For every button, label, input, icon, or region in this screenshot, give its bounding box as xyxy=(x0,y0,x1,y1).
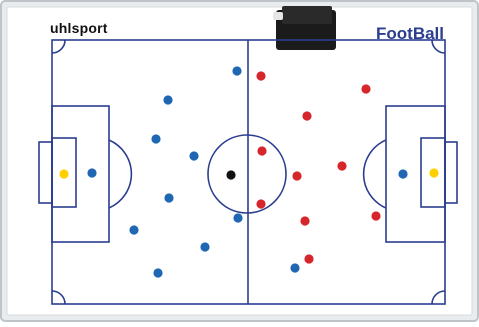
red-magnet[interactable] xyxy=(302,111,311,120)
blue-magnet[interactable] xyxy=(200,242,209,251)
goalkeeper-magnet-left[interactable] xyxy=(59,169,68,178)
blue-magnet[interactable] xyxy=(189,151,198,160)
blue-magnet[interactable] xyxy=(398,169,407,178)
red-magnet[interactable] xyxy=(256,199,265,208)
red-magnet[interactable] xyxy=(256,71,265,80)
goalkeeper-magnet-right[interactable] xyxy=(429,168,438,177)
blue-magnet[interactable] xyxy=(233,213,242,222)
clip-top xyxy=(282,6,332,24)
red-magnet[interactable] xyxy=(300,216,309,225)
blue-magnet[interactable] xyxy=(232,66,241,75)
blue-magnet[interactable] xyxy=(153,268,162,277)
blue-magnet[interactable] xyxy=(163,95,172,104)
brand-logo-text: uhlsport xyxy=(50,20,108,36)
red-magnet[interactable] xyxy=(361,84,370,93)
blue-magnet[interactable] xyxy=(164,193,173,202)
blue-magnet[interactable] xyxy=(129,225,138,234)
red-magnet[interactable] xyxy=(304,254,313,263)
clip-tab xyxy=(273,12,283,20)
blue-magnet[interactable] xyxy=(290,263,299,272)
blue-magnet[interactable] xyxy=(87,168,96,177)
blue-magnet[interactable] xyxy=(151,134,160,143)
red-magnet[interactable] xyxy=(292,171,301,180)
ball-magnet[interactable] xyxy=(226,170,235,179)
red-magnet[interactable] xyxy=(257,146,266,155)
red-magnet[interactable] xyxy=(371,211,380,220)
board-title: FootBall xyxy=(376,24,444,44)
red-magnet[interactable] xyxy=(337,161,346,170)
